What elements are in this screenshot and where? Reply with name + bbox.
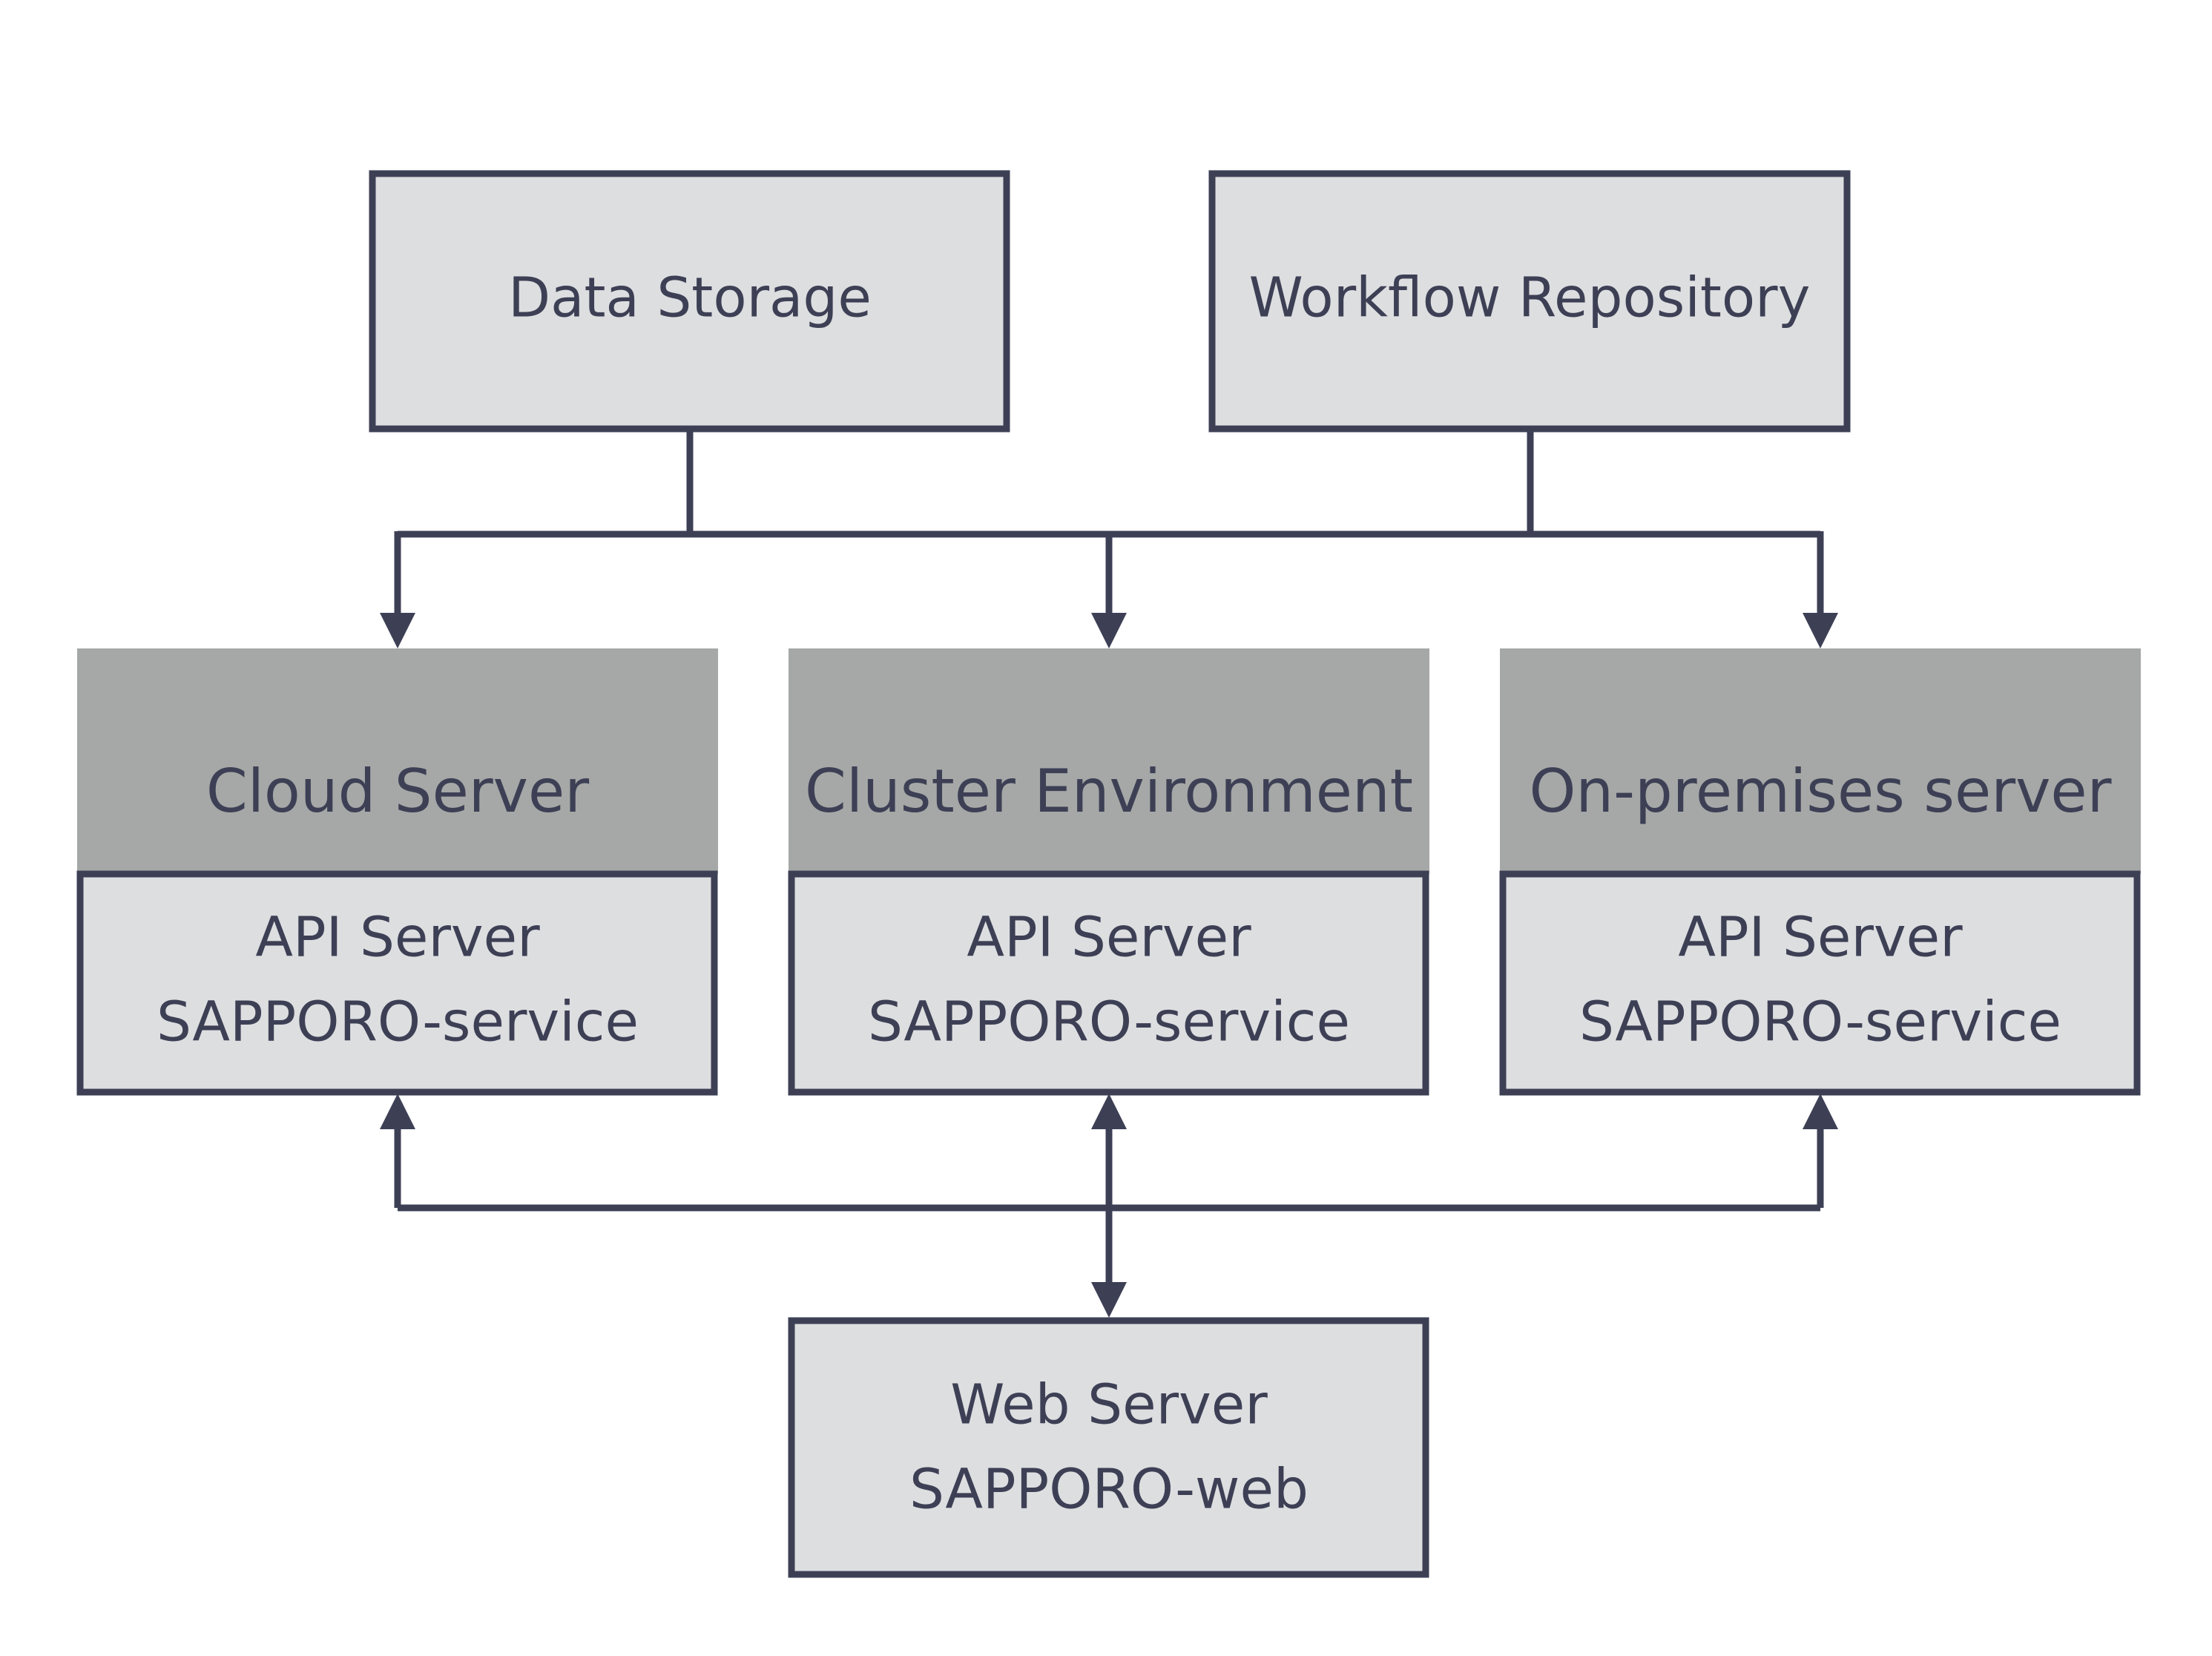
web-arrowheads — [380, 1094, 1838, 1318]
sapporo-web-label: SAPPORO-web — [909, 1458, 1309, 1522]
onprem-api-server-box — [1499, 870, 2141, 1096]
data-storage-label: Data Storage — [508, 266, 872, 330]
workflow-repository-label: Workflow Repository — [1249, 266, 1811, 330]
web-connectors — [394, 1128, 1824, 1285]
cluster-sapporo-service-label: SAPPORO-service — [868, 990, 1350, 1054]
data-storage-rect — [369, 170, 1010, 433]
arrowhead-down-cluster — [1091, 613, 1127, 648]
cluster-environment-title: Cluster Environment — [805, 757, 1413, 826]
data-storage-box: Data Storage — [369, 170, 1010, 433]
cloud-server-title: Cloud Server — [206, 757, 589, 826]
arrowhead-down-onprem — [1803, 613, 1838, 648]
cloud-api-server-box — [76, 870, 718, 1096]
onprem-server-title: On-premises server — [1529, 757, 2111, 826]
cluster-environment-group: Cluster Environment API Server SAPPORO-s… — [788, 648, 1429, 1096]
onprem-api-server-label: API Server — [1678, 906, 1963, 970]
arrowhead-down-cloud — [380, 613, 415, 648]
onprem-sapporo-service-label: SAPPORO-service — [1579, 990, 2061, 1054]
onprem-server-group: On-premises server API Server SAPPORO-se… — [1499, 648, 2141, 1096]
cloud-server-group: Cloud Server API Server SAPPORO-service — [76, 648, 718, 1096]
source-arrowheads — [380, 613, 1838, 648]
cluster-api-server-label: API Server — [967, 906, 1251, 970]
arrowhead-up-onprem — [1803, 1094, 1838, 1129]
arrowhead-up-cloud — [380, 1094, 415, 1129]
web-server-label: Web Server — [950, 1373, 1268, 1437]
workflow-repository-rect — [1208, 170, 1851, 433]
web-server-box: Web Server SAPPORO-web — [788, 1317, 1429, 1578]
cluster-api-server-box — [788, 870, 1429, 1096]
source-connectors — [394, 429, 1824, 616]
web-server-rect — [788, 1317, 1429, 1578]
arrowhead-down-web — [1091, 1282, 1127, 1318]
onprem-server-header — [1500, 648, 2141, 874]
cloud-server-header — [77, 648, 718, 874]
arrowhead-up-cluster — [1091, 1094, 1127, 1129]
cloud-api-server-label: API Server — [255, 906, 540, 970]
workflow-repository-box: Workflow Repository — [1208, 170, 1851, 433]
cluster-environment-header — [789, 648, 1429, 874]
cloud-sapporo-service-label: SAPPORO-service — [157, 990, 639, 1054]
